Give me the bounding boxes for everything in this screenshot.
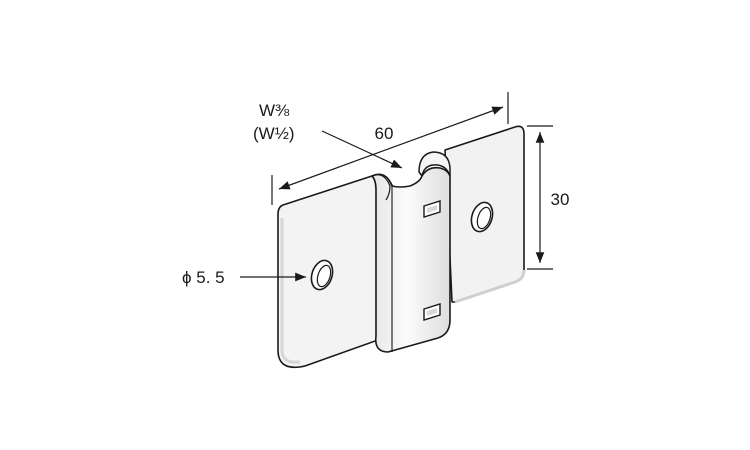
lower-slot (423, 303, 441, 321)
width-dimension-line (278, 106, 504, 190)
width-label: 60 (375, 124, 394, 143)
hole-diameter-callout: ϕ 5. 5 (182, 268, 306, 287)
upper-slot (423, 200, 441, 218)
right-mounting-hole (470, 201, 494, 233)
width-dimension: 60 (271, 92, 509, 205)
thread-size-label: W⅜ (259, 101, 290, 120)
thread-size-leader-line (321, 130, 403, 169)
height-label: 30 (551, 190, 570, 209)
left-mounting-hole (310, 259, 334, 291)
height-dimension: 30 (527, 125, 570, 270)
left-plate (277, 174, 393, 369)
hole-diameter-label: ϕ 5. 5 (182, 268, 225, 287)
thread-size-callout: W⅜ (W½) (253, 101, 403, 169)
tube-body (371, 166, 451, 353)
thread-size-alt-label: (W½) (253, 124, 295, 143)
